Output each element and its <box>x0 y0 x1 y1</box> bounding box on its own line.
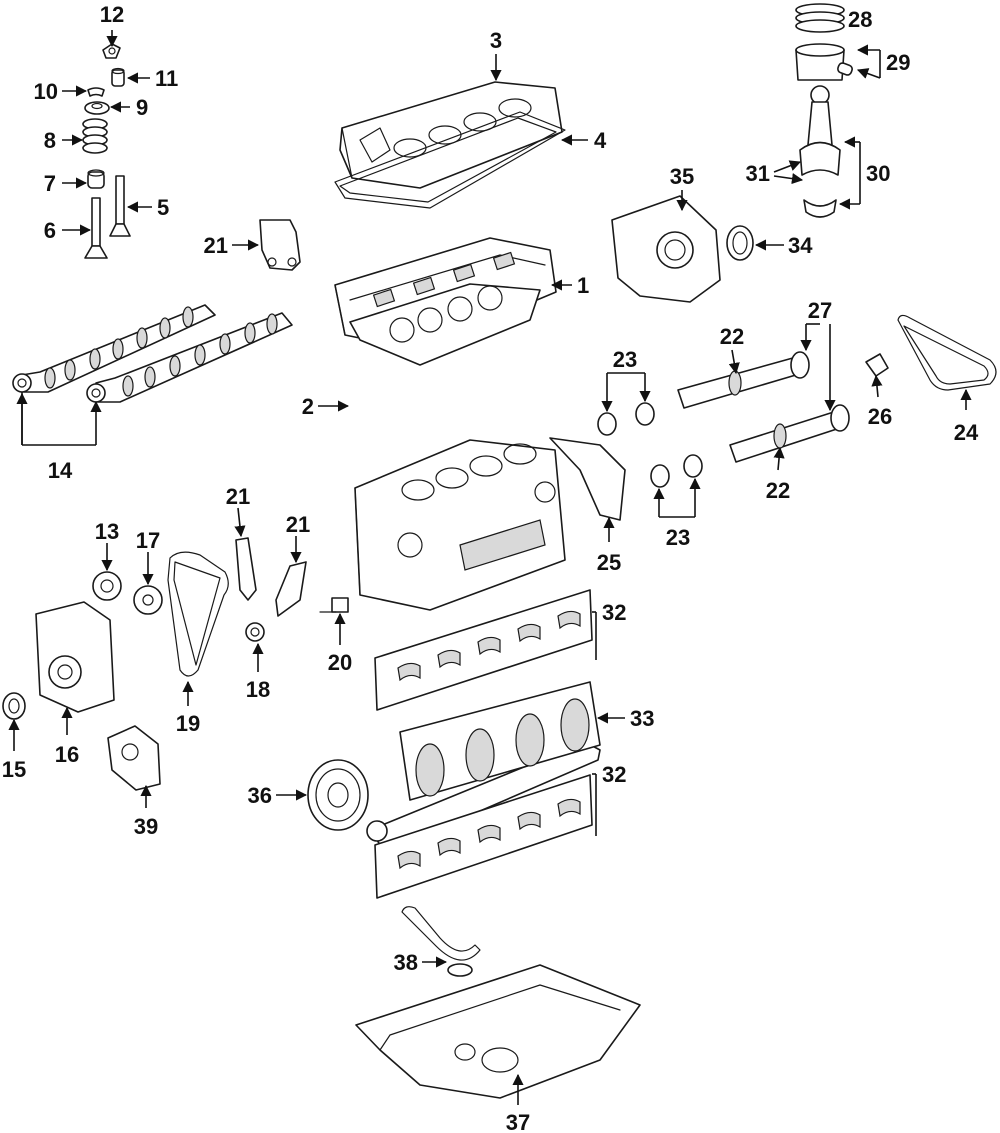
callout-16: 16 <box>55 742 79 767</box>
callout-8: 8 <box>44 128 56 153</box>
leader-lines <box>8 30 972 1105</box>
callout-21-right: 21 <box>286 512 310 537</box>
upper-chain-guide-part <box>259 219 301 271</box>
callout-31: 31 <box>746 161 770 186</box>
callout-9: 9 <box>136 95 148 120</box>
intake-valve-part <box>84 197 108 259</box>
valve-spring-part <box>82 118 108 154</box>
callout-33: 33 <box>630 706 654 731</box>
callout-25: 25 <box>597 550 621 575</box>
chain-guide-right-part <box>275 561 307 617</box>
rear-timing-cover-part <box>611 195 721 303</box>
callout-23-lower: 23 <box>666 525 690 550</box>
lash-adjuster-part <box>111 67 125 87</box>
valve-seal-part <box>87 169 105 189</box>
callout-30: 30 <box>866 161 890 186</box>
callout-35: 35 <box>670 164 694 189</box>
callout-21-top: 21 <box>204 233 228 258</box>
callout-13: 13 <box>95 519 119 544</box>
callout-28: 28 <box>848 7 872 32</box>
exhaust-valve-part <box>109 175 131 237</box>
valve-cover-part <box>339 81 563 189</box>
callout-17: 17 <box>136 528 160 553</box>
callout-26: 26 <box>868 404 892 429</box>
callout-21-left: 21 <box>226 484 250 509</box>
callout-4: 4 <box>594 128 607 153</box>
callout-34: 34 <box>788 233 813 258</box>
oil-pump-part <box>107 725 161 791</box>
crankshaft-part <box>366 681 601 853</box>
callout-1: 1 <box>577 273 589 298</box>
lower-balance-shaft-part <box>729 404 850 463</box>
callout-10: 10 <box>34 79 58 104</box>
piston-part <box>795 43 853 81</box>
callout-23-upper: 23 <box>613 347 637 372</box>
main-bearings-upper-part <box>374 589 593 711</box>
rocker-arm-part <box>102 43 121 59</box>
water-pump-sprocket-part <box>133 585 163 615</box>
callout-24: 24 <box>954 420 979 445</box>
callout-36: 36 <box>248 783 272 808</box>
spring-retainer-part <box>84 101 110 115</box>
balance-bearings-lower-part <box>650 454 703 488</box>
chain-guide-left-part <box>235 537 257 601</box>
belt-tensioner-part <box>865 353 889 377</box>
head-gasket-part <box>349 283 541 366</box>
serpentine-belt-part <box>897 314 997 391</box>
callout-12: 12 <box>100 2 124 27</box>
callout-6: 6 <box>44 218 56 243</box>
callout-20: 20 <box>328 650 352 675</box>
callout-18: 18 <box>246 677 270 702</box>
callout-2: 2 <box>302 394 314 419</box>
oil-pan-part <box>355 964 641 1099</box>
callout-27: 27 <box>808 298 832 323</box>
timing-chain-part <box>167 551 229 677</box>
block-plate-part <box>549 437 626 521</box>
callout-labels: 12 11 10 9 8 7 5 6 3 4 28 29 30 31 35 34… <box>2 2 979 1133</box>
crank-sprocket-part <box>245 622 265 642</box>
callout-15: 15 <box>2 757 26 782</box>
callout-7: 7 <box>44 171 56 196</box>
callout-22-upper: 22 <box>720 324 744 349</box>
front-seal-part <box>726 225 754 261</box>
callout-32-lower: 32 <box>602 762 626 787</box>
valve-key-part <box>87 87 105 97</box>
callout-29: 29 <box>886 50 910 75</box>
crank-pulley-part <box>307 759 369 831</box>
callout-3: 3 <box>490 28 502 53</box>
callout-14: 14 <box>48 458 73 483</box>
piston-rings-part <box>795 3 845 33</box>
upper-balance-shaft-part <box>677 351 810 409</box>
connecting-rod-part <box>799 85 841 218</box>
front-timing-cover-part <box>35 601 115 713</box>
valve-cover-gasket-part <box>334 111 566 209</box>
callout-19: 19 <box>176 711 200 736</box>
main-bearings-lower-part <box>374 774 593 899</box>
callout-22-lower: 22 <box>766 478 790 503</box>
callout-5: 5 <box>157 195 169 220</box>
intake-camshaft-part <box>12 304 216 393</box>
oil-pickup-tube-part <box>401 906 481 977</box>
engine-block-part <box>354 439 566 611</box>
callout-11: 11 <box>155 66 178 91</box>
crank-seal-part <box>2 692 26 720</box>
thermostat-part <box>92 571 122 601</box>
callout-39: 39 <box>134 814 158 839</box>
balance-bearings-upper-part <box>597 402 655 436</box>
callout-37: 37 <box>506 1110 530 1133</box>
callout-32-upper: 32 <box>602 600 626 625</box>
callout-38: 38 <box>394 950 418 975</box>
tensioner-bolt-part <box>319 597 349 613</box>
